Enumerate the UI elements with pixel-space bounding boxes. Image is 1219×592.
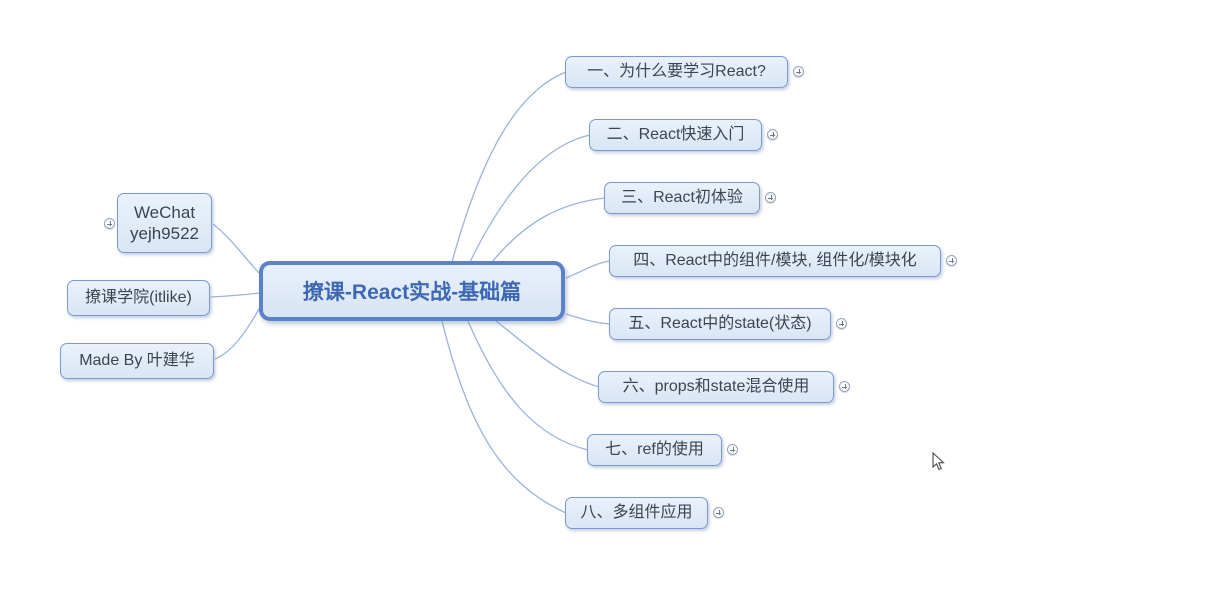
left-topic-made-by[interactable]: Made By 叶建华 — [60, 343, 214, 379]
right-topic-2-react-quickstart[interactable]: 二、React快速入门 — [589, 119, 762, 151]
right-topic-3-react-first-experience[interactable]: 三、React初体验 — [604, 182, 760, 214]
topic-6-label: 六、props和state混合使用 — [622, 378, 810, 395]
expand-icon[interactable] — [727, 444, 738, 455]
wechat-label-line1: WeChat — [133, 202, 196, 222]
mouse-cursor — [932, 452, 945, 471]
right-topic-8-multi-component-app[interactable]: 八、多组件应用 — [565, 497, 708, 529]
topic-4-label: 四、React中的组件/模块, 组件化/模块化 — [633, 252, 917, 269]
expand-icon[interactable] — [793, 66, 804, 77]
topic-5-label: 五、React中的state(状态) — [628, 315, 812, 332]
expand-icon[interactable] — [839, 381, 850, 392]
expand-icon[interactable] — [104, 218, 115, 229]
central-topic[interactable]: 撩课-React实战-基础篇 — [259, 261, 565, 321]
topic-2-label: 二、React快速入门 — [606, 126, 745, 143]
right-topic-6-props-state-mixed[interactable]: 六、props和state混合使用 — [598, 371, 834, 403]
right-topic-5-react-state[interactable]: 五、React中的state(状态) — [609, 308, 831, 340]
expand-icon[interactable] — [836, 318, 847, 329]
right-topic-7-ref-usage[interactable]: 七、ref的使用 — [587, 434, 722, 466]
expand-icon[interactable] — [767, 129, 778, 140]
expand-icon[interactable] — [765, 192, 776, 203]
itlike-academy-label: 撩课学院(itlike) — [85, 289, 192, 306]
right-topic-4-components-modules[interactable]: 四、React中的组件/模块, 组件化/模块化 — [609, 245, 941, 277]
topic-8-label: 八、多组件应用 — [580, 504, 693, 521]
right-topic-1-why-learn-react[interactable]: 一、为什么要学习React? — [565, 56, 788, 88]
expand-icon[interactable] — [946, 255, 957, 266]
topic-3-label: 三、React初体验 — [621, 189, 743, 206]
wechat-label-line2: yejh9522 — [129, 224, 199, 243]
central-topic-label: 撩课-React实战-基础篇 — [302, 281, 522, 304]
topic-7-label: 七、ref的使用 — [605, 441, 704, 458]
made-by-label: Made By 叶建华 — [79, 352, 195, 369]
left-topic-wechat[interactable]: WeChat yejh9522 — [117, 193, 212, 253]
topic-1-label: 一、为什么要学习React? — [587, 63, 766, 80]
left-topic-itlike-academy[interactable]: 撩课学院(itlike) — [67, 280, 210, 316]
expand-icon[interactable] — [713, 507, 724, 518]
